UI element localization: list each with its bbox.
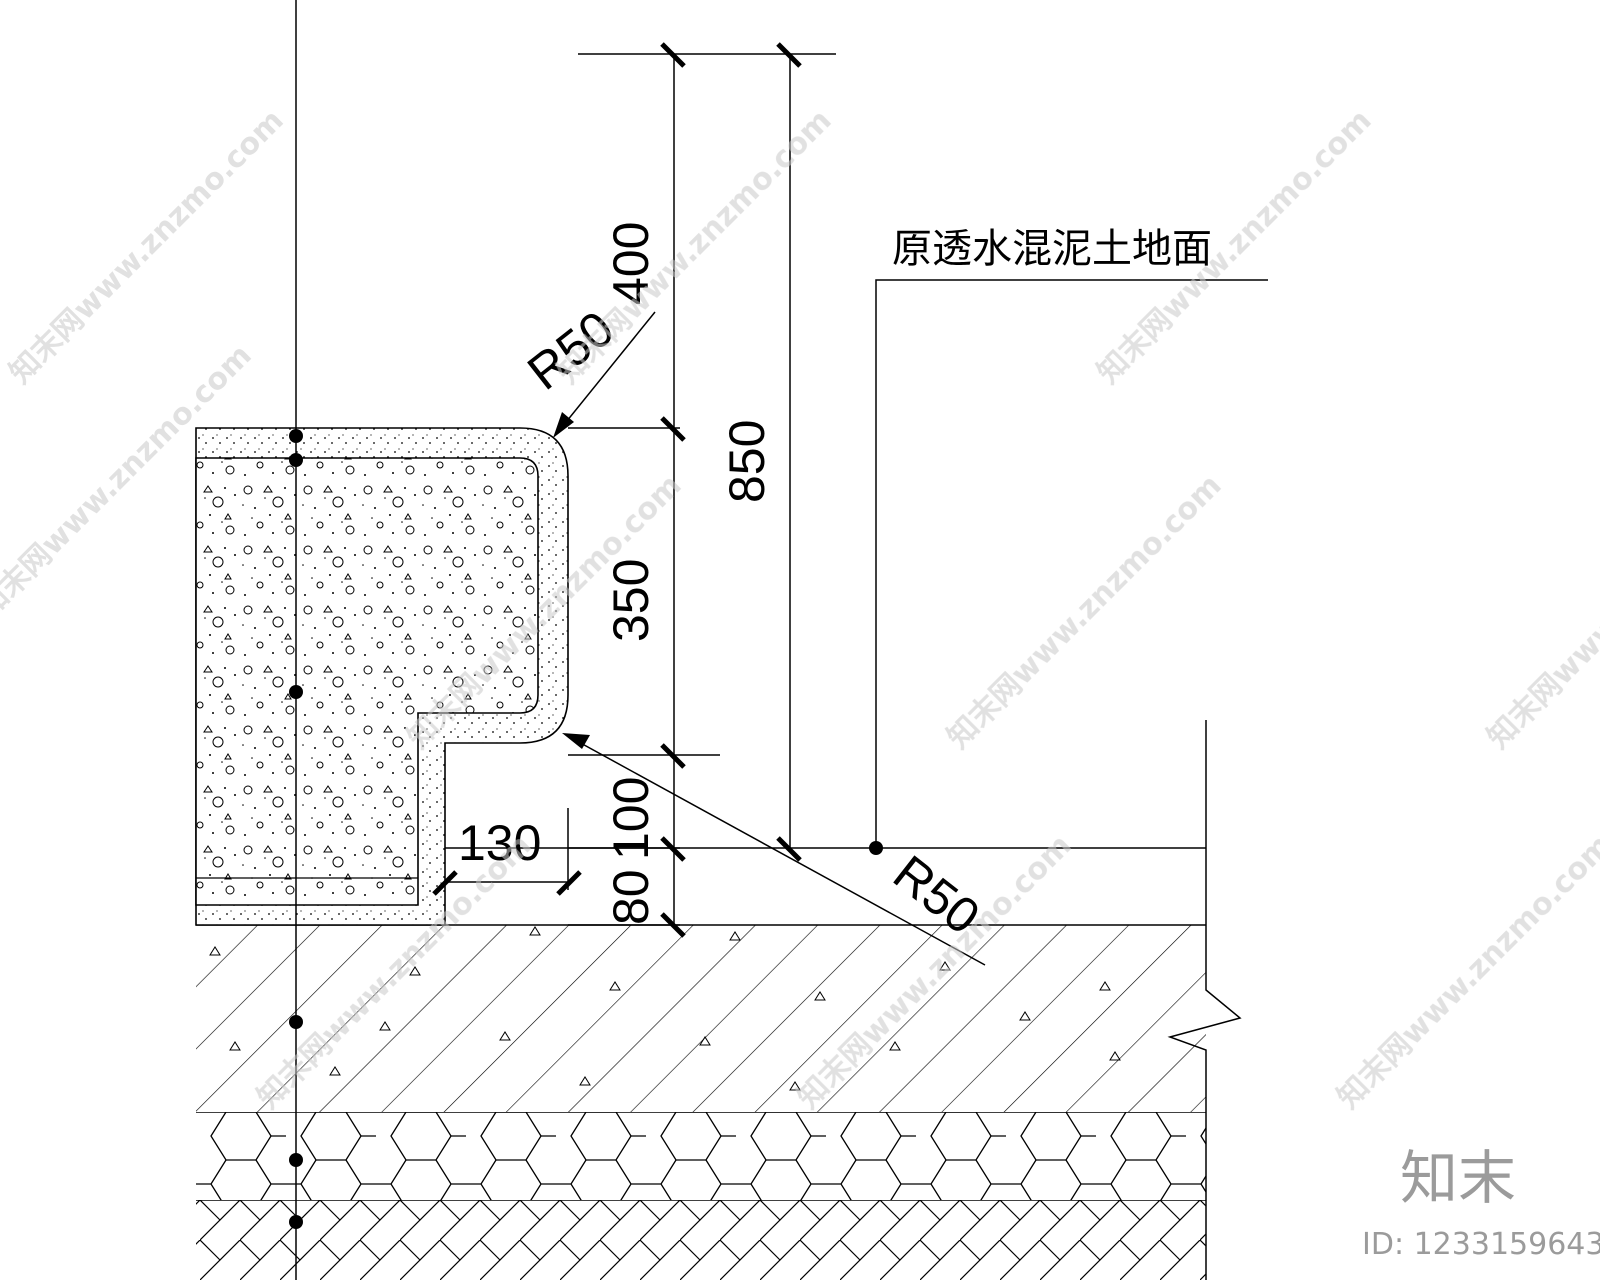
- r50-top-arrow: [553, 412, 574, 438]
- dimension-ticks: [432, 42, 802, 938]
- dim-400-label: 400: [603, 222, 659, 305]
- watermark-text: 知末网www.znzmo.com: [941, 468, 1229, 756]
- dim-850-label: 850: [719, 420, 775, 503]
- dimension-lines: [445, 53, 836, 926]
- reference-points: [289, 429, 303, 1229]
- dim-350-label: 350: [603, 559, 659, 642]
- dim-80-label: 80: [603, 869, 659, 925]
- watermark-text: 知末网www.znzmo.com: [3, 103, 291, 391]
- ground-note-point: [869, 841, 883, 855]
- brand-id-text: ID: 1233159643: [1362, 1227, 1600, 1262]
- watermark-text: 知末网www.znzmo.com: [1331, 828, 1600, 1116]
- concrete-base-layer: [196, 925, 1206, 1112]
- dim-100-label: 100: [603, 777, 659, 860]
- watermark-text: 知末网www.znzmo.com: [1481, 468, 1600, 756]
- watermark-text: 知末网www.znzmo.com: [551, 103, 839, 391]
- ground-note-label: 原透水混泥土地面: [892, 227, 1212, 271]
- base-aggregate-marks: [209, 926, 1121, 1091]
- gravel-base-layer: [196, 1200, 1206, 1280]
- brand-logo-text: 知末: [1400, 1144, 1516, 1212]
- kerb-stone-inner: [195, 457, 539, 906]
- break-line-symbol: [1167, 720, 1242, 1280]
- r50-bottom-arrow: [562, 733, 590, 749]
- hex-stone-layer: [196, 1112, 1206, 1200]
- r50-bottom-leader: [565, 734, 986, 966]
- r50-top-leader: [557, 311, 656, 433]
- ground-note-leader: [875, 279, 1268, 848]
- dim-130-label: 130: [458, 815, 541, 871]
